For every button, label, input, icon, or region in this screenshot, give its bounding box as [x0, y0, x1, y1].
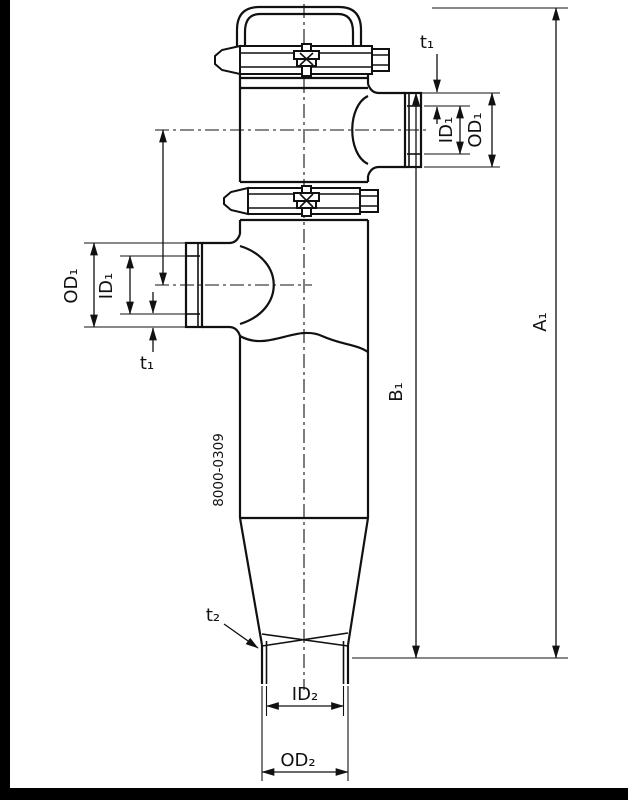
lifting-handle — [235, 5, 363, 52]
dim-outlet — [261, 686, 349, 781]
label-b1: B₁ — [386, 382, 407, 402]
clamp-end-lug — [359, 189, 379, 213]
label-t2: t₂ — [206, 605, 220, 626]
label-id2: ID₂ — [292, 684, 318, 705]
dim-port-left — [84, 129, 186, 352]
label-od2: OD₂ — [280, 750, 315, 771]
clamp-hinge-lug — [214, 44, 241, 76]
drawing-number: 8000-0309 — [211, 433, 227, 507]
cone-section — [238, 517, 370, 647]
label-a1: A₁ — [530, 312, 551, 332]
clamp-hinge-lug — [223, 186, 249, 216]
clamp-end-lug — [371, 48, 390, 72]
dim-port-right — [410, 54, 500, 168]
body-wave-line — [239, 331, 369, 353]
clamp-wingnut — [293, 50, 320, 60]
leader-t2 — [223, 623, 259, 649]
label-od1-left: OD₁ — [61, 268, 82, 303]
dim-heights — [352, 7, 568, 659]
label-t1-left: t₁ — [140, 353, 154, 374]
label-od1-right: OD₁ — [465, 112, 486, 147]
dimension-labels: t₁ ID₁ OD₁ OD₁ ID₁ t₁ B₁ A₁ t₂ ID₂ OD₂ 8… — [61, 32, 551, 771]
top-port-saddle — [351, 95, 369, 165]
frame-bottom-bar — [0, 788, 628, 800]
label-id1-left: ID₁ — [96, 273, 117, 299]
label-id1-right: ID₁ — [436, 117, 457, 143]
outlet-tube — [260, 641, 350, 684]
vessel-body — [238, 74, 370, 520]
left-port-saddle — [239, 244, 275, 326]
left-port-ferrule — [184, 241, 204, 329]
label-t1-top: t₁ — [420, 32, 434, 53]
top-clamp — [214, 43, 390, 77]
middle-clamp — [223, 185, 379, 217]
left-port — [184, 233, 275, 337]
centerlines — [155, 4, 428, 690]
frame-left-bar — [0, 0, 10, 800]
